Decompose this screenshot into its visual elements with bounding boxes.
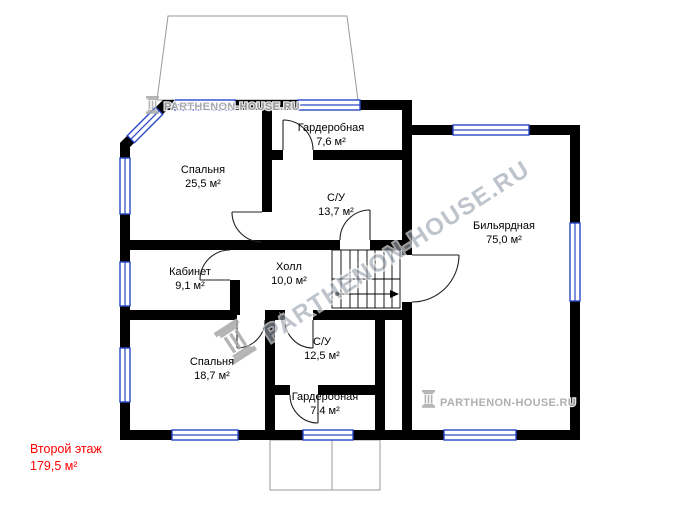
room-name-label: Кабинет: [169, 266, 211, 278]
windows: [119, 99, 581, 441]
watermark-bottom-right: PARTHENON-HOUSE.RU: [421, 389, 577, 410]
floor-caption: Второй этаж 179,5 м²: [30, 442, 102, 473]
door-arc: [231, 211, 263, 243]
column-logo-icon: [421, 389, 436, 409]
window: [443, 429, 517, 441]
room-area-label: 9,1 м²: [175, 280, 205, 292]
window: [174, 99, 236, 111]
door-arc: [411, 254, 460, 303]
door-arc: [282, 119, 314, 151]
column-logo-icon: [145, 95, 160, 115]
room-name-label: Спальня: [181, 164, 225, 176]
window: [302, 429, 354, 441]
watermark-top-left: PARTHENON-HOUSE.RU: [145, 95, 301, 115]
door-arc: [284, 319, 314, 349]
room-area-label: 7,4 м²: [310, 405, 340, 417]
room-area-label: 13,7 м²: [318, 206, 354, 218]
porch-roof-outline: [269, 439, 381, 491]
room-area-label: 12,5 м²: [304, 350, 340, 362]
window: [126, 106, 164, 144]
room-area-label: 25,5 м²: [185, 178, 221, 190]
watermark-diagonal: PARTHENON-HOUSE.RU: [212, 153, 537, 367]
room-name-label: Бильярдная: [473, 220, 535, 232]
upper-roof-outline: [156, 15, 359, 101]
stairs-direction-arrow: [334, 290, 399, 298]
staircase: [331, 249, 401, 309]
room-labels: Гардеробная 7,6 м² Спальня 25,5 м² С/У 1…: [169, 122, 535, 417]
window: [119, 157, 131, 215]
window: [119, 261, 131, 307]
window: [119, 347, 131, 403]
room-name-label: Спальня: [190, 356, 234, 368]
door-arc: [289, 394, 319, 424]
door-arc: [199, 249, 231, 281]
room-name-label: Гардеробная: [298, 122, 365, 134]
door-arc: [339, 209, 371, 241]
window: [452, 124, 530, 136]
room-area-label: 75,0 м²: [486, 234, 522, 246]
window: [297, 99, 361, 111]
room-name-label: Холл: [276, 261, 302, 273]
window: [171, 429, 239, 441]
window: [569, 222, 581, 302]
room-name-label: Гардеробная: [292, 391, 359, 403]
watermark-text: PARTHENON-HOUSE.RU: [164, 101, 300, 113]
room-area-label: 7,6 м²: [316, 136, 346, 148]
room-area-label: 10,0 м²: [271, 275, 307, 287]
door-arcs: [199, 119, 460, 424]
room-name-label: С/У: [327, 192, 346, 204]
watermark-text: PARTHENON-HOUSE.RU: [440, 397, 576, 409]
floor-title: Второй этаж: [30, 442, 102, 456]
room-name-label: С/У: [313, 336, 332, 348]
room-area-label: 18,7 м²: [194, 370, 230, 382]
floor-total-area: 179,5 м²: [30, 459, 78, 473]
